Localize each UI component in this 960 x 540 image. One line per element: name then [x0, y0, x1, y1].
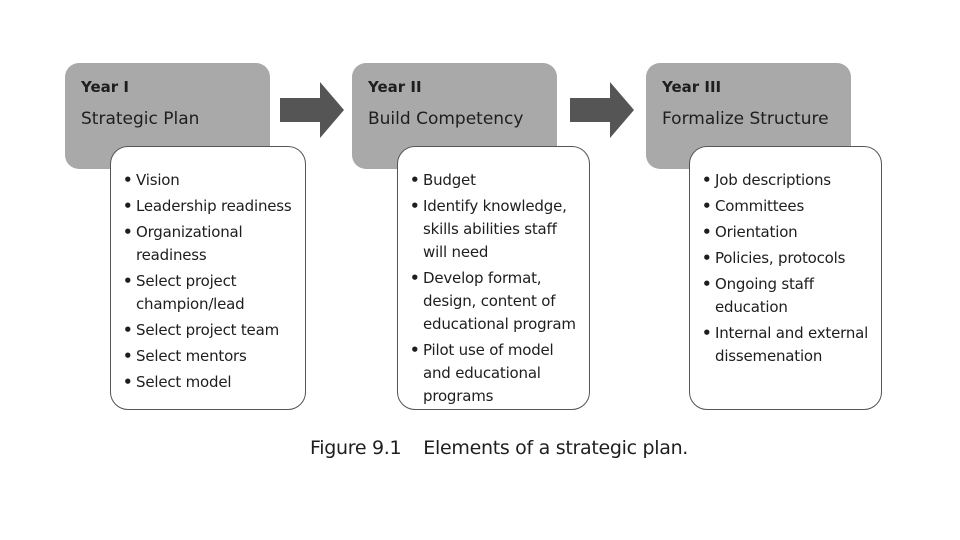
list-item: Select project team — [123, 319, 295, 342]
year-3-items-list: Job descriptions Committees Orientation … — [702, 169, 871, 368]
list-item: Policies, protocols — [702, 247, 871, 270]
list-item: Identify knowledge, skills abilities sta… — [410, 195, 579, 264]
list-item: Select project champion/lead — [123, 270, 295, 316]
list-item: Budget — [410, 169, 579, 192]
year-1-items-box: Vision Leadership readiness Organization… — [110, 146, 306, 410]
year-3-phase: Formalize Structure — [662, 109, 829, 129]
figure-number: Figure 9.1 — [310, 437, 402, 459]
list-item: Ongoing staff education — [702, 273, 871, 319]
list-item: Develop format, design, content of educa… — [410, 267, 579, 336]
list-item: Orientation — [702, 221, 871, 244]
year-2-label: Year II — [368, 78, 422, 96]
year-3-label: Year III — [662, 78, 722, 96]
year-1-phase: Strategic Plan — [81, 109, 200, 129]
year-2-phase: Build Competency — [368, 109, 524, 129]
list-item: Select model — [123, 371, 295, 394]
list-item: Committees — [702, 195, 871, 218]
list-item: Organizational readiness — [123, 221, 295, 267]
list-item: Job descriptions — [702, 169, 871, 192]
arrow-right-icon — [570, 82, 634, 138]
list-item: Pilot use of model and educational progr… — [410, 339, 579, 408]
list-item: Leadership readiness — [123, 195, 295, 218]
year-1-items-list: Vision Leadership readiness Organization… — [123, 169, 295, 394]
year-2-items-list: Budget Identify knowledge, skills abilit… — [410, 169, 579, 408]
list-item: Internal and external dissemenation — [702, 322, 871, 368]
figure-caption-text: Elements of a strategic plan. — [423, 437, 689, 459]
arrow-right-icon — [280, 82, 344, 138]
year-1-label: Year I — [81, 78, 129, 96]
figure-caption: Figure 9.1 Elements of a strategic plan. — [310, 437, 688, 459]
year-2-items-box: Budget Identify knowledge, skills abilit… — [397, 146, 590, 410]
list-item: Vision — [123, 169, 295, 192]
list-item: Select mentors — [123, 345, 295, 368]
year-3-items-box: Job descriptions Committees Orientation … — [689, 146, 882, 410]
